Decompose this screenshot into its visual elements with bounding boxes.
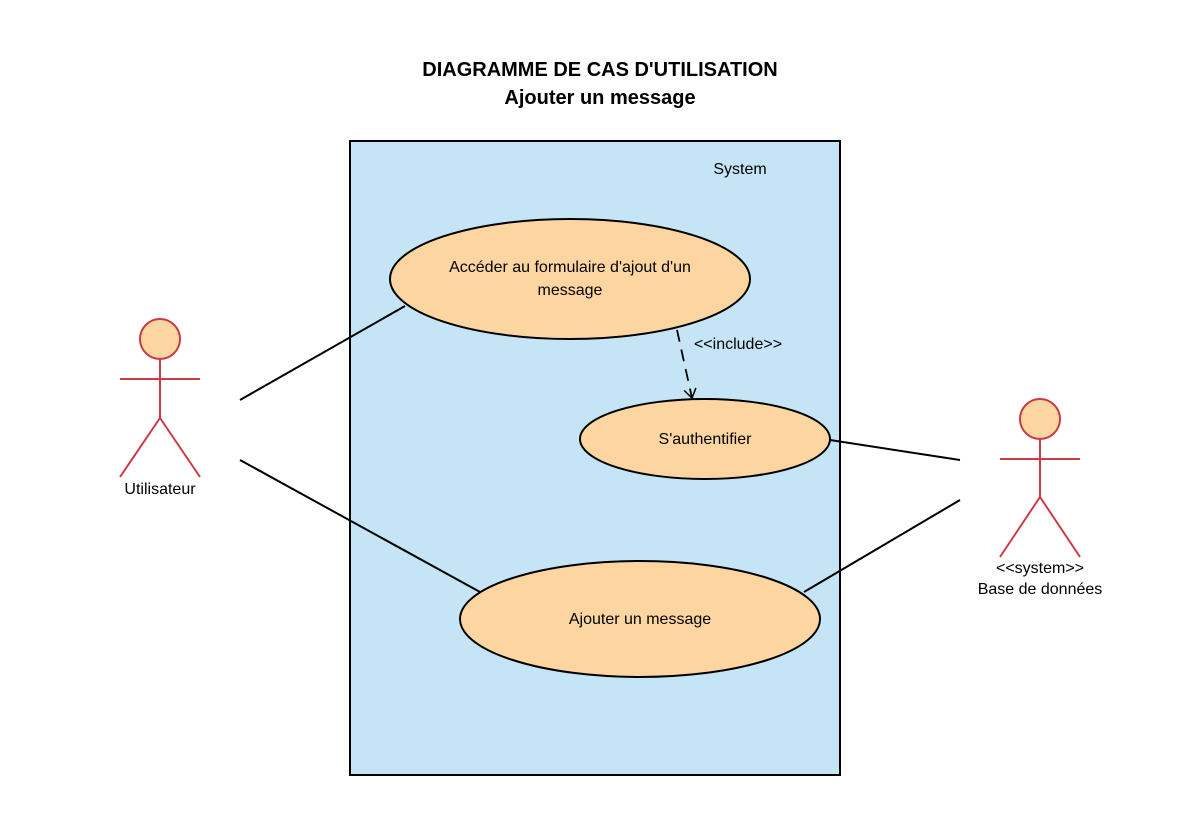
- actor-user[interactable]: Utilisateur: [119, 318, 201, 498]
- use-case-ellipse: [459, 560, 821, 678]
- association-add-database[interactable]: [803, 499, 961, 593]
- use-case-ellipse: [389, 218, 751, 340]
- association-user-form[interactable]: [239, 305, 406, 401]
- include-arrow[interactable]: [676, 329, 697, 400]
- use-case-ellipse: [579, 398, 831, 480]
- diagram-title: DIAGRAMME DE CAS D'UTILISATION Ajouter u…: [0, 56, 1200, 112]
- actor-label: Utilisateur: [124, 481, 196, 498]
- use-case-label: Accéder au formulaire d'ajout d'un: [449, 259, 691, 276]
- use-case-add-message[interactable]: Ajouter un message: [459, 560, 821, 678]
- use-case-label: Ajouter un message: [569, 611, 711, 628]
- actor-stereotype: <<system>>: [996, 560, 1084, 577]
- use-case-label: message: [538, 282, 603, 299]
- title-line-1: DIAGRAMME DE CAS D'UTILISATION: [422, 59, 778, 81]
- use-case-label: S'authentifier: [659, 431, 753, 448]
- include-label: <<include>>: [694, 336, 782, 353]
- actor-label: Base de données: [978, 581, 1103, 598]
- association-auth-database[interactable]: [829, 439, 961, 461]
- actor-database[interactable]: <<system>> Base de données: [978, 398, 1103, 598]
- title-line-2: Ajouter un message: [504, 87, 696, 109]
- use-case-access-form[interactable]: Accéder au formulaire d'ajout d'un messa…: [389, 218, 751, 340]
- association-user-add[interactable]: [239, 459, 481, 593]
- use-case-authenticate[interactable]: S'authentifier: [579, 398, 831, 480]
- actor-stick-figure-icon: [999, 398, 1081, 558]
- actor-stick-figure-icon: [119, 318, 201, 478]
- system-label: System: [713, 161, 766, 178]
